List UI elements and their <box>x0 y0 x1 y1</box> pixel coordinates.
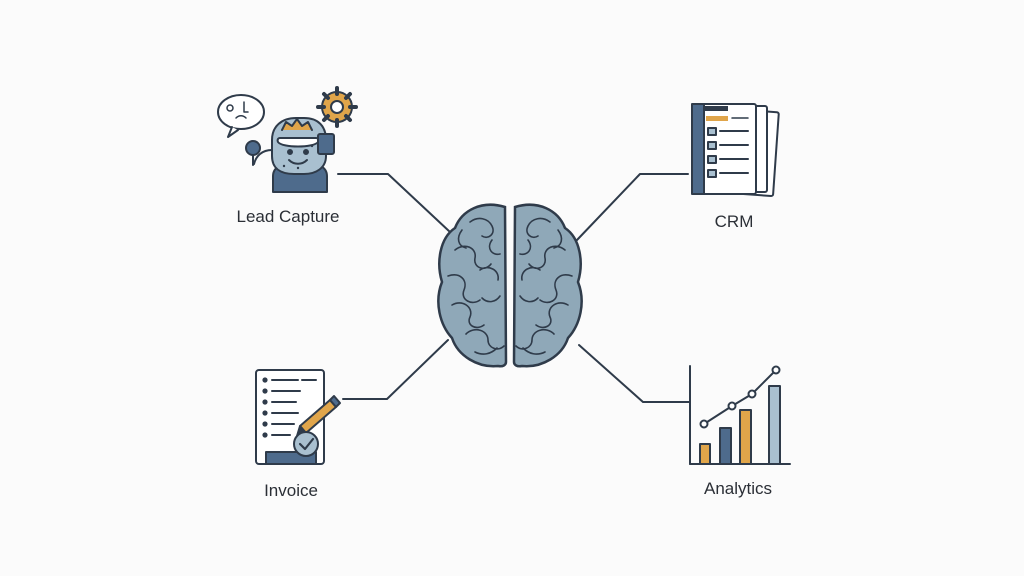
bar-chart-icon <box>689 365 791 465</box>
node-label-lead-capture: Lead Capture <box>236 207 340 226</box>
gear-icon <box>316 86 358 128</box>
connector-analytics <box>578 344 691 403</box>
connector-crm <box>576 173 689 241</box>
check-circle-icon <box>293 431 319 457</box>
connector-lead-capture <box>337 173 451 233</box>
invoice-document-icon <box>255 369 341 465</box>
node-label-crm: CRM <box>714 212 754 231</box>
node-label-invoice: Invoice <box>264 481 318 500</box>
connectors <box>337 173 691 403</box>
connector-invoice <box>342 339 449 400</box>
crm-document-icon <box>691 103 780 197</box>
robot-gears-icon <box>217 86 358 193</box>
brain-icon <box>437 203 583 368</box>
node-label-analytics: Analytics <box>703 479 773 498</box>
